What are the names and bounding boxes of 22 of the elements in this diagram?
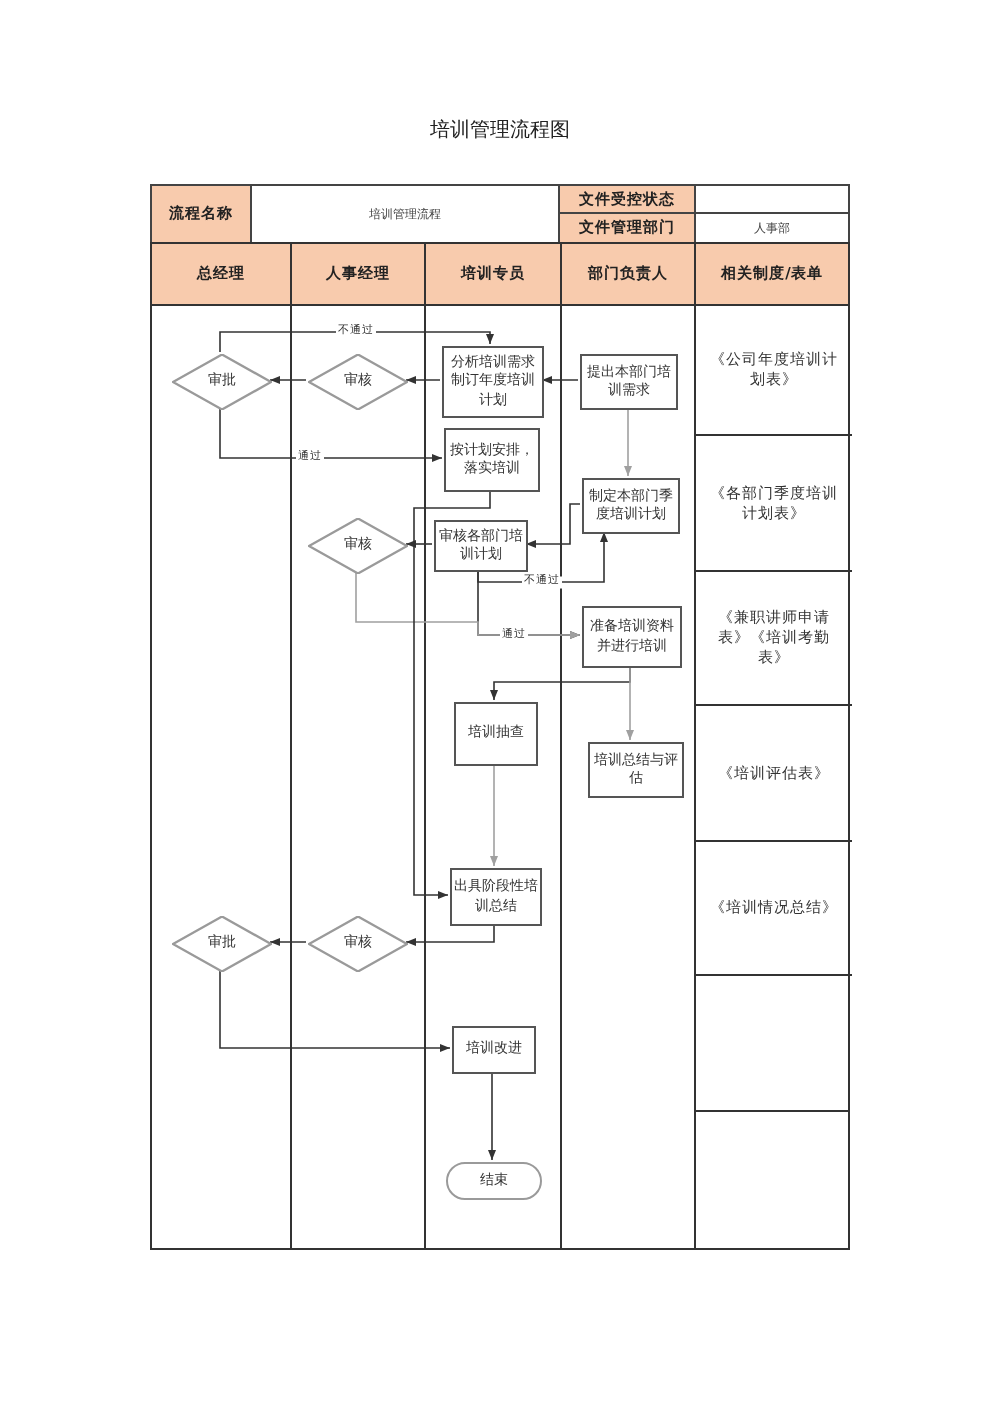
arrow xyxy=(488,1071,496,1161)
arrow xyxy=(405,923,495,946)
diagram-title: 培训管理流程图 xyxy=(430,117,570,144)
arrow xyxy=(355,571,581,639)
arrow xyxy=(269,938,307,946)
swimlane xyxy=(424,242,562,1250)
arrow xyxy=(269,376,307,384)
arrow xyxy=(525,503,581,548)
arrow xyxy=(219,969,451,1052)
arrow xyxy=(624,407,632,477)
swimlane xyxy=(560,242,696,1250)
arrow xyxy=(219,331,494,353)
arrow xyxy=(541,376,579,384)
arrow xyxy=(405,376,441,384)
arrow xyxy=(219,407,443,462)
arrow xyxy=(405,540,433,548)
arrow xyxy=(626,665,634,741)
swimlane xyxy=(150,242,292,1250)
swimlane xyxy=(694,242,850,1250)
arrow xyxy=(413,489,491,899)
swimlane xyxy=(290,242,426,1250)
arrow xyxy=(490,763,498,867)
